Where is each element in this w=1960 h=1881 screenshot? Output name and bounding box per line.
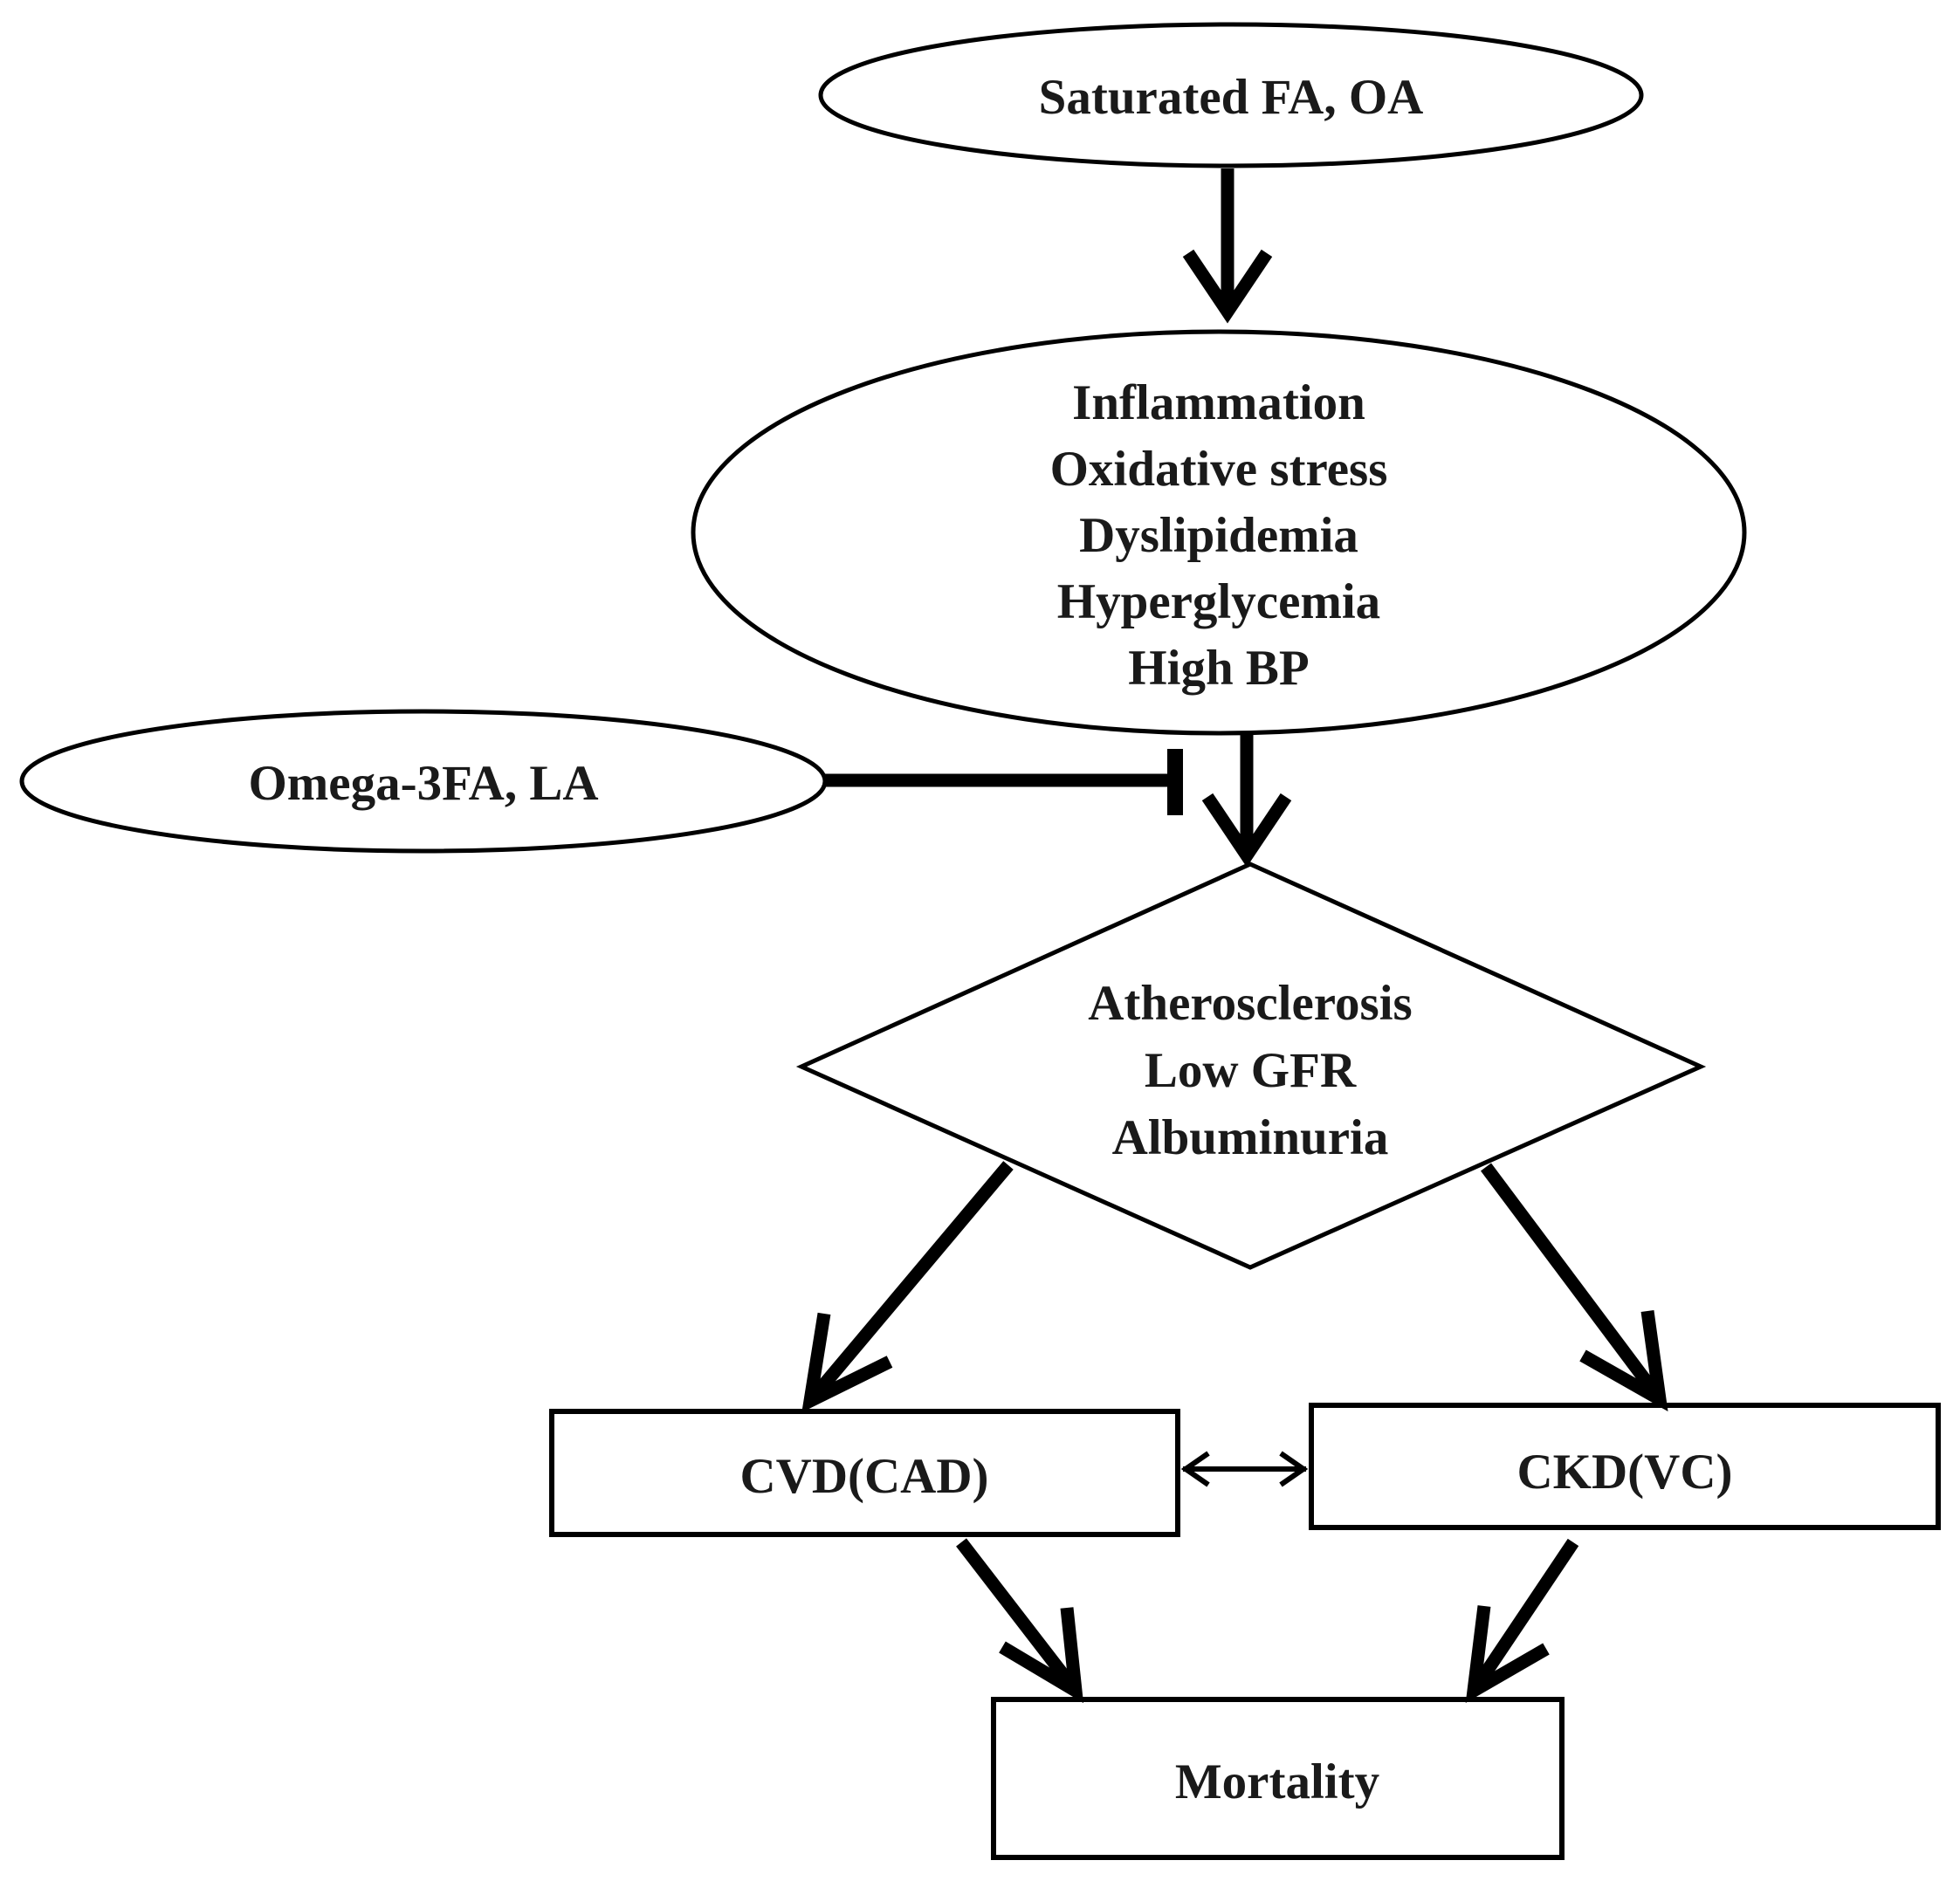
- node-mortality: Mortality: [991, 1697, 1565, 1860]
- outcome-line: Albuminuria: [1112, 1110, 1389, 1165]
- ellipse-shape: [691, 329, 1747, 736]
- arrow-head: [1201, 793, 1292, 868]
- outcome-line: Low GFR: [1145, 1043, 1357, 1098]
- arrow-head: [1182, 249, 1273, 324]
- arrow-head: [1579, 1309, 1668, 1412]
- rect-shape: [549, 1409, 1180, 1537]
- arrow-head: [801, 1312, 893, 1413]
- cvd-label: CVD(CAD): [740, 1449, 989, 1504]
- arrow-outcomes-to-cvd: [801, 1161, 1014, 1413]
- arrow-saturated-to-risk-factors: [1182, 168, 1273, 324]
- arrow-cvd-to-mortality: [956, 1538, 1084, 1704]
- node-cvd: CVD(CAD): [549, 1409, 1180, 1537]
- omega-3-label: Omega-3FA, LA: [248, 756, 598, 811]
- arrow-shaft: [805, 1161, 1014, 1405]
- arrow-head: [1465, 1605, 1550, 1704]
- mortality-label: Mortality: [1175, 1754, 1379, 1809]
- outcome-line: Atherosclerosis: [1088, 976, 1413, 1031]
- node-risk-factors: Inflammation Oxidative stress Dyslipidem…: [691, 329, 1747, 736]
- saturated-fa-label: Saturated FA, OA: [1039, 70, 1424, 125]
- arrow-shaft: [1480, 1163, 1666, 1404]
- risk-factor-line: High BP: [1128, 641, 1309, 696]
- rect-shape: [991, 1697, 1565, 1860]
- arrow-head: [999, 1607, 1084, 1704]
- arrow-head-left: [1180, 1451, 1210, 1487]
- arrow-head-right: [1279, 1451, 1309, 1487]
- arrow-ckd-to-mortality: [1465, 1538, 1579, 1704]
- rect-shape: [1309, 1403, 1941, 1530]
- arrow-shaft: [1468, 1538, 1579, 1695]
- node-outcomes-diamond: Atherosclerosis Low GFR Albuminuria: [795, 862, 1707, 1270]
- node-omega-3: Omega-3FA, LA: [19, 709, 828, 854]
- risk-factor-line: Dyslipidemia: [1079, 508, 1358, 563]
- arrow-shaft: [956, 1538, 1081, 1695]
- inhibition-omega-3: [825, 749, 1183, 815]
- node-saturated-fa: Saturated FA, OA: [818, 22, 1644, 168]
- arrow-risk-factors-to-outcomes: [1201, 735, 1292, 868]
- node-ckd: CKD(VC): [1309, 1403, 1941, 1530]
- risk-factor-line: Oxidative stress: [1050, 442, 1388, 497]
- arrow-cvd-ckd-bidirectional: [1180, 1451, 1309, 1487]
- risk-factor-line: Inflammation: [1072, 375, 1365, 430]
- risk-factor-line: Hyperglycemia: [1057, 574, 1380, 629]
- arrow-outcomes-to-ckd: [1480, 1163, 1668, 1412]
- ckd-label: CKD(VC): [1517, 1445, 1733, 1500]
- ellipse-shape: [818, 22, 1644, 168]
- diamond-shape: [795, 862, 1707, 1270]
